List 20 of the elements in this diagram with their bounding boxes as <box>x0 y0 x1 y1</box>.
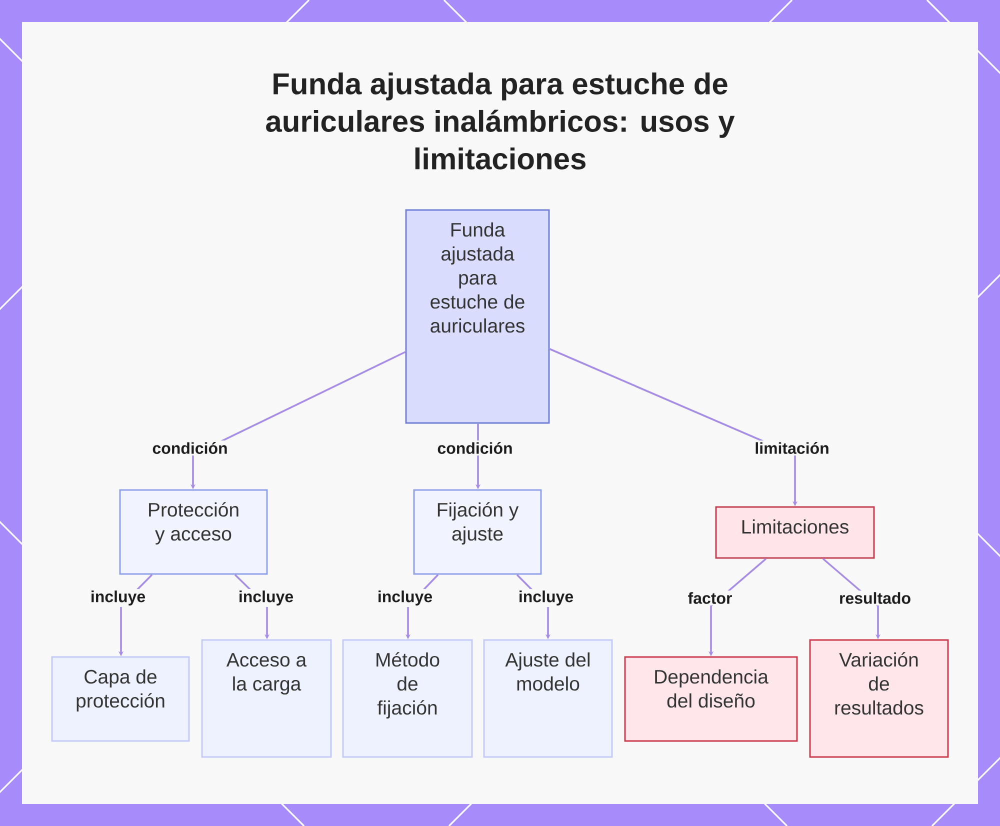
edge-label: incluye <box>88 589 148 607</box>
concept-box: Método de fijación <box>342 639 473 758</box>
concept-box: Protección y acceso <box>119 489 268 575</box>
concept-box: Capa de protección <box>51 656 190 742</box>
edge-label: incluye <box>236 589 296 607</box>
title: Funda ajustada para estuche de auriculares inalámbricos: usos y limitaciones <box>266 72 735 170</box>
edge-label: condición <box>150 440 230 456</box>
concept-box: Funda ajustada para estuche de auriculares <box>405 209 550 424</box>
concept-box: Variación de resultados <box>809 639 949 758</box>
concept-box: Limitaciones <box>715 506 875 559</box>
edge-label: resultado <box>838 590 912 606</box>
concept-box: Ajuste del modelo <box>483 639 613 758</box>
edge-label: limitación <box>753 440 831 456</box>
edge-label: condición <box>436 440 514 456</box>
edge-label: incluye <box>516 589 576 607</box>
edge-label: incluye <box>376 589 434 607</box>
concept-box: Acceso a la carga <box>201 639 332 758</box>
edge-label: factor <box>686 590 734 606</box>
concept-box: Fijación y ajuste <box>413 489 542 575</box>
concept-box: Dependencia del diseño <box>624 656 798 742</box>
